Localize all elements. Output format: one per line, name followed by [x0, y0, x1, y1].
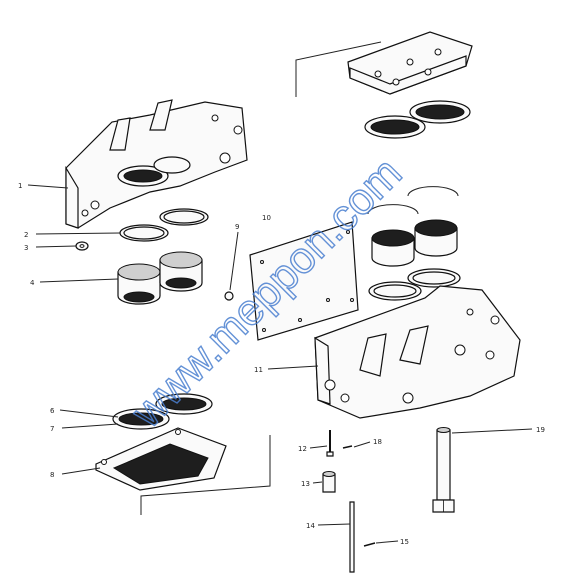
- callout-18: 18: [373, 438, 382, 446]
- split-pin-lower: [363, 542, 376, 547]
- leader-lines: [27, 184, 533, 544]
- seal-rings-lower: [112, 393, 213, 430]
- snap-rings-right: [367, 186, 459, 215]
- long-pin: [349, 501, 355, 573]
- callout-12: 12: [298, 445, 307, 453]
- bushing: [322, 471, 336, 493]
- seal-rings-right-lower: [368, 268, 461, 301]
- callout-7: 7: [50, 425, 54, 433]
- callout-19: 19: [536, 426, 545, 434]
- callout-14: 14: [306, 522, 315, 530]
- callout-10: 10: [262, 214, 271, 222]
- callout-1: 1: [18, 182, 22, 190]
- callout-2: 2: [24, 231, 28, 239]
- callout-9: 9: [235, 223, 239, 231]
- retaining-pin: [326, 430, 334, 457]
- callout-15: 15: [400, 538, 409, 546]
- caliper-housing-lower: [314, 285, 521, 419]
- bracket-lines: [140, 41, 382, 515]
- pistons-upper: [117, 251, 203, 305]
- bleed-nipple: [224, 231, 239, 301]
- split-pin-upper: [342, 445, 353, 449]
- washer: [75, 241, 89, 251]
- top-cover-plate: [347, 31, 473, 95]
- callout-8: 8: [50, 471, 54, 479]
- seal-rings-right-upper: [364, 100, 471, 139]
- callout-labels: 1 2 3 4 6 7 8 9 10 11 12 13 14 15 18 19: [18, 182, 545, 546]
- callout-13: 13: [301, 480, 310, 488]
- callout-4: 4: [30, 279, 35, 287]
- callout-6: 6: [50, 407, 55, 415]
- callout-3: 3: [24, 244, 28, 252]
- caliper-housing-upper: [65, 99, 248, 229]
- seal-rings-upper: [119, 208, 209, 242]
- pistons-right: [371, 219, 458, 267]
- brake-pad: [95, 427, 227, 491]
- bolt: [432, 427, 455, 513]
- callout-11: 11: [254, 366, 263, 374]
- gasket-plate: [249, 221, 359, 341]
